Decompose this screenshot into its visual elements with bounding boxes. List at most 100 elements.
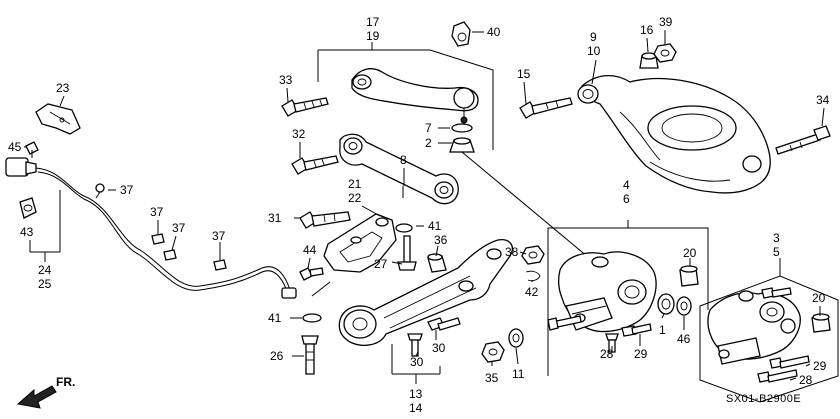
callout-8: 8: [400, 153, 407, 167]
lower-arm-upper-right: [577, 75, 771, 194]
callout-19: 19: [366, 29, 380, 43]
clip-37d: [213, 259, 227, 271]
sensor-bracket-23: [35, 103, 81, 135]
callout-35: 35: [485, 371, 499, 385]
callout-9: 9: [590, 30, 597, 44]
callout-26: 26: [270, 349, 284, 363]
callout-32: 32: [292, 127, 306, 141]
bearing-1: [657, 293, 675, 315]
callout-40: 40: [487, 25, 501, 39]
callout-37-d: 37: [212, 229, 226, 243]
callout-6: 6: [623, 192, 630, 206]
bushing-36: [427, 253, 447, 273]
harness-callout-bracket: [29, 190, 61, 262]
bolt-15: [519, 97, 573, 119]
callout-20-a: 20: [683, 246, 697, 260]
callout-15: 15: [517, 67, 531, 81]
upper-control-arm: [351, 68, 479, 124]
callout-20-b: 20: [812, 291, 826, 305]
callout-28-a: 28: [600, 347, 614, 361]
washer-41a: [395, 223, 413, 233]
bolt-26: [301, 335, 319, 375]
callout-labels: 17 19 40 9 10 16 39 23 33 15 7 2 34 32 4…: [8, 15, 830, 415]
callout-34: 34: [816, 93, 830, 107]
callout-16: 16: [640, 23, 654, 37]
callout-7: 7: [425, 121, 432, 135]
callout-17: 17: [366, 15, 380, 29]
callout-36: 36: [434, 233, 448, 247]
lower-arm-13-14: [338, 239, 513, 346]
bolt-28b-top: [761, 287, 792, 299]
bushing-20b: [811, 313, 831, 333]
bolt-31: [299, 211, 351, 229]
bolt-29b: [769, 355, 810, 369]
callout-37-c: 37: [172, 221, 186, 235]
callout-29-b: 29: [813, 359, 827, 373]
callout-42: 42: [525, 285, 539, 299]
callout-10: 10: [587, 44, 601, 58]
callout-14: 14: [409, 401, 423, 415]
knuckle-group-outline: [547, 220, 709, 376]
callout-23: 23: [56, 81, 70, 95]
callout-2: 2: [425, 136, 432, 150]
bolt-28b: [757, 369, 798, 383]
callout-37-b: 37: [150, 205, 164, 219]
clip-37a: [95, 183, 105, 199]
compensator-arm: [339, 133, 459, 205]
bolt-29a: [621, 323, 652, 337]
callout-21: 21: [348, 177, 362, 191]
callout-43: 43: [20, 225, 34, 239]
callout-3: 3: [773, 231, 780, 245]
callout-27: 27: [374, 257, 388, 271]
callout-11: 11: [512, 367, 525, 381]
ball-joint-boot: [449, 137, 475, 153]
washer-41b: [302, 313, 322, 323]
callout-22: 22: [348, 191, 362, 205]
seal-46: [676, 296, 692, 316]
callout-5: 5: [773, 245, 780, 259]
lower-arm-callout-bracket: [391, 344, 441, 384]
callout-25: 25: [38, 277, 52, 291]
nut-38: [521, 245, 545, 265]
nut-16: [639, 52, 659, 69]
clip-40: [451, 21, 471, 47]
mount-bracket-21-22: [323, 213, 397, 273]
callout-41-a: 41: [428, 219, 442, 233]
abs-sensor-harness: [5, 157, 297, 299]
callout-1: 1: [659, 323, 666, 337]
grommet-43: [19, 197, 37, 219]
callout-28-b: 28: [799, 373, 813, 387]
bolt-32: [291, 155, 339, 175]
callout-45: 45: [8, 140, 22, 154]
callout-30-b: 30: [432, 341, 446, 355]
callout-13: 13: [409, 387, 423, 401]
callout-31: 31: [268, 211, 282, 225]
drawing-code: SX01-B2900E: [726, 393, 801, 405]
stud-bolt-knuckle: [547, 315, 582, 331]
ball-joint-clip: [451, 123, 473, 133]
callout-37-a: 37: [120, 183, 134, 197]
callout-29-a: 29: [634, 347, 648, 361]
nut-39: [653, 43, 677, 63]
leader-lines: [24, 30, 825, 381]
bolt-30b: [427, 317, 461, 331]
callout-39: 39: [659, 15, 673, 29]
callout-46: 46: [677, 332, 691, 346]
bolt-44: [299, 267, 324, 281]
front-direction-arrow-icon: [16, 385, 57, 409]
callout-38: 38: [505, 245, 519, 259]
bolt-27: [397, 235, 417, 271]
callout-44: 44: [303, 243, 317, 257]
nut-35: [481, 341, 505, 363]
callout-4: 4: [623, 178, 630, 192]
bolt-45: [25, 141, 39, 158]
cotter-pin-42: [525, 270, 541, 282]
clip-37c: [163, 249, 177, 261]
bolt-33: [281, 97, 329, 117]
hub-carrier-group-outline: [699, 258, 839, 403]
callout-33: 33: [279, 73, 293, 87]
direction-label: FR.: [56, 375, 75, 389]
callout-24: 24: [38, 263, 52, 277]
bushing-20a: [679, 265, 699, 287]
